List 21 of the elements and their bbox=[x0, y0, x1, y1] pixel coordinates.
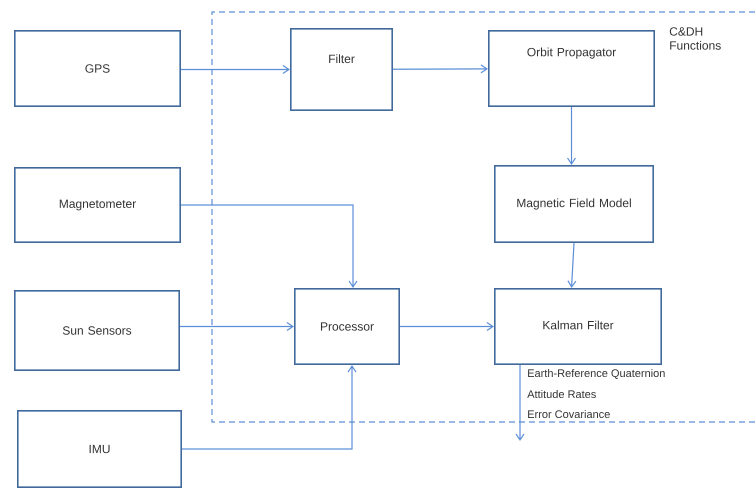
process-box: Magnetometer bbox=[14, 167, 181, 243]
process-box: Sun Sensors bbox=[14, 290, 180, 371]
process-box: IMU bbox=[17, 410, 182, 488]
output-label: Earth-Reference Quaternion bbox=[528, 368, 665, 380]
arrow bbox=[180, 322, 294, 331]
process-box: Kalman Filter bbox=[494, 288, 662, 365]
arrow bbox=[182, 365, 356, 450]
arrow bbox=[567, 107, 576, 165]
process-box: Filter bbox=[290, 28, 393, 111]
output-label: Error Covariance bbox=[528, 410, 610, 418]
arrow bbox=[393, 64, 488, 74]
arrow bbox=[400, 322, 494, 331]
arrow bbox=[567, 242, 576, 288]
arrow bbox=[181, 65, 290, 74]
arrow bbox=[516, 365, 524, 441]
output-label: Attitude Rates bbox=[527, 390, 596, 398]
process-box: Magnetic Field Model bbox=[494, 165, 654, 243]
arrow bbox=[181, 204, 358, 288]
process-box: Processor bbox=[294, 288, 400, 365]
process-box: Orbit Propagator bbox=[488, 30, 655, 107]
process-box: GPS bbox=[14, 30, 181, 107]
